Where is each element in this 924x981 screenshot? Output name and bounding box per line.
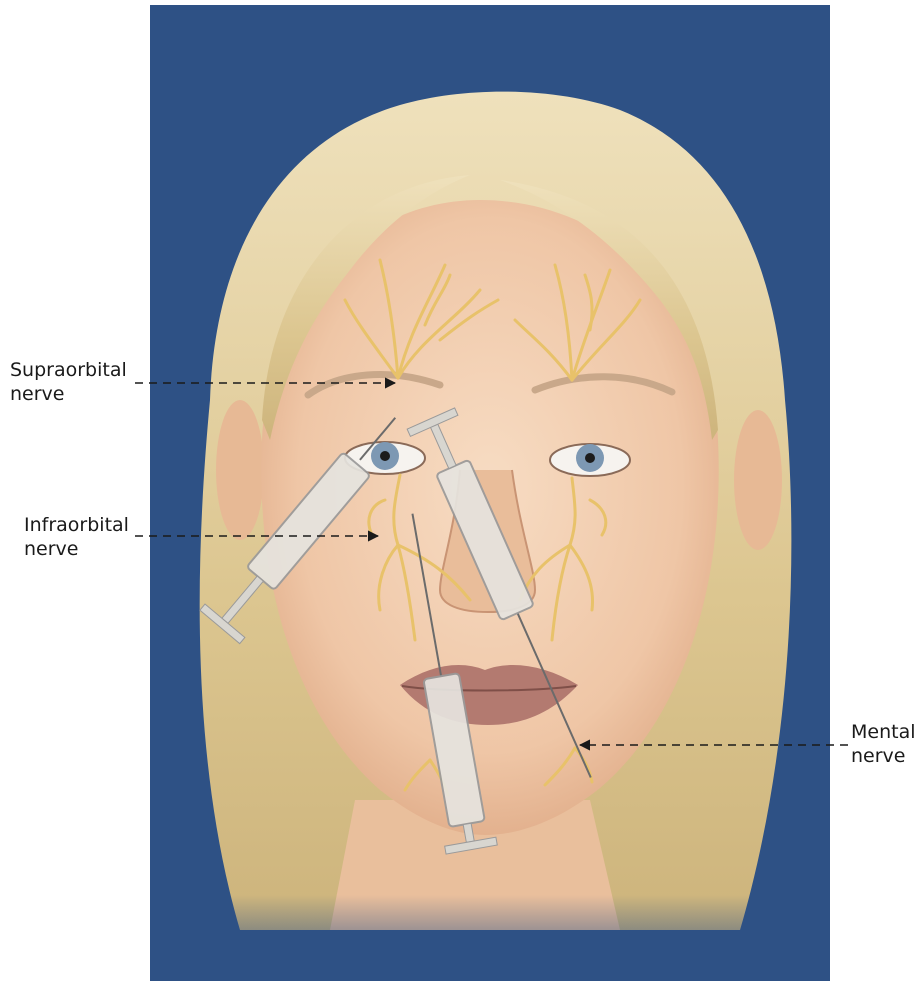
supraorbital-nerve-label: Supraorbital nerve <box>10 358 127 406</box>
bottom-fade <box>150 895 830 981</box>
infraorbital-nerve-label: Infraorbital nerve <box>24 513 129 561</box>
mental-nerve-label: Mental nerve <box>851 720 916 768</box>
left-ear <box>216 400 264 540</box>
supraorbital-label-line1: Supraorbital <box>10 358 127 382</box>
mental-label-line1: Mental <box>851 720 916 744</box>
left-pupil <box>380 451 390 461</box>
right-ear <box>734 410 782 550</box>
infraorbital-label-line1: Infraorbital <box>24 513 129 537</box>
right-pupil <box>585 453 595 463</box>
supraorbital-label-line2: nerve <box>10 382 127 406</box>
mental-label-line2: nerve <box>851 744 916 768</box>
infraorbital-label-line2: nerve <box>24 537 129 561</box>
